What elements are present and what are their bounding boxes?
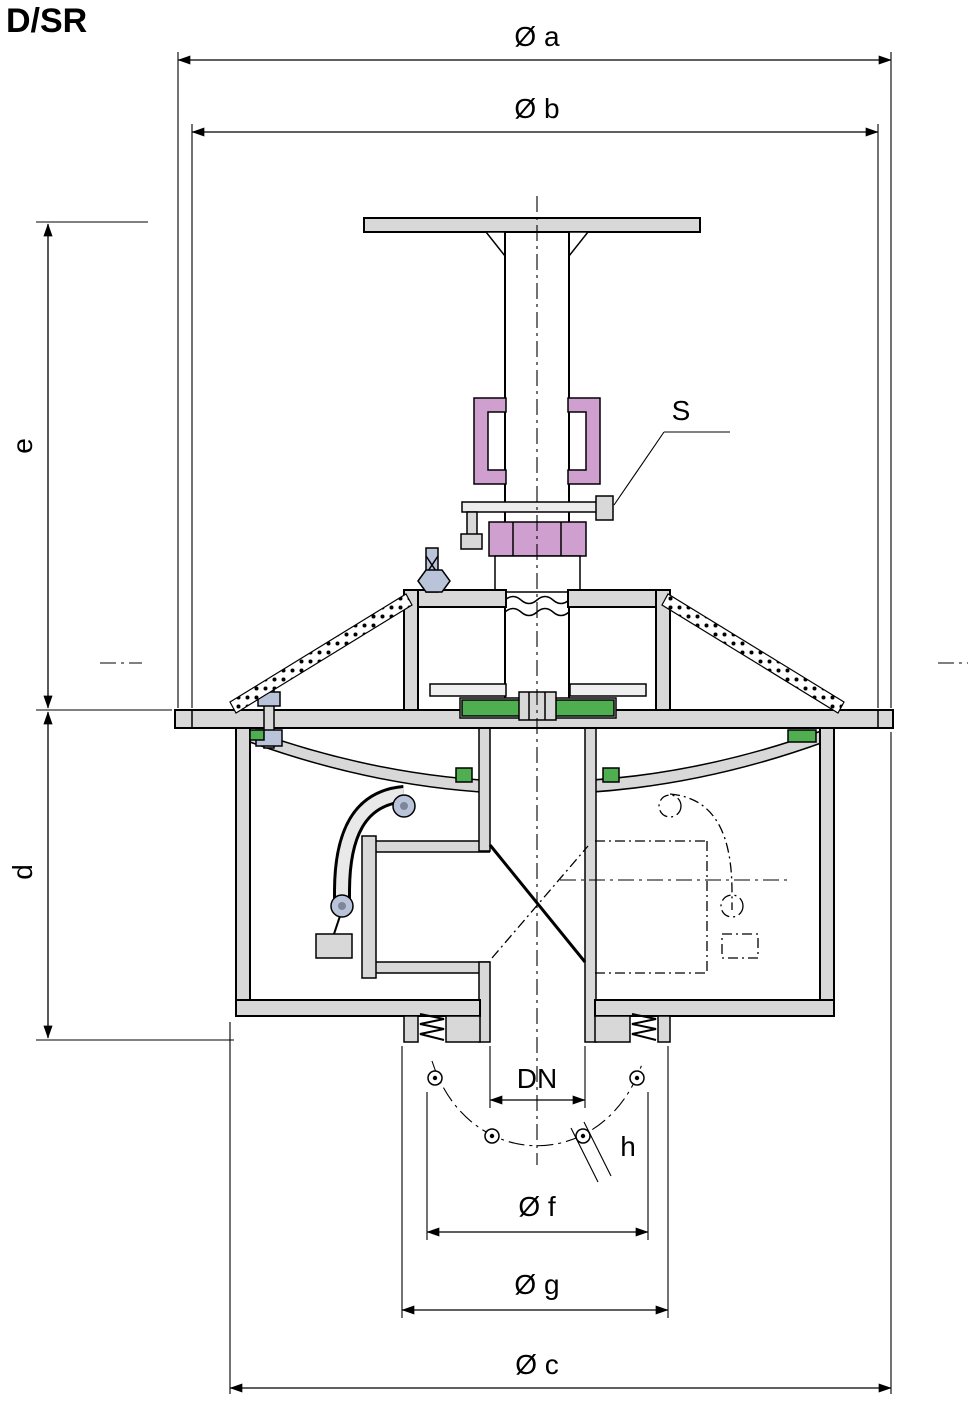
deflector-alt-position (491, 845, 589, 959)
elbow-wall-top (365, 840, 491, 853)
elbow-wall-bottom (365, 961, 491, 974)
flange-seg (403, 1015, 419, 1043)
flange-hole-center (580, 1133, 586, 1139)
roof-strip-left (229, 593, 413, 714)
pivot-bolt-lower-center (338, 902, 346, 910)
body-bottom-left (235, 999, 481, 1017)
bonnet-top-right (567, 589, 671, 608)
spring-right (631, 1013, 657, 1041)
hole-dim-line (570, 1127, 599, 1183)
flange-seg (445, 1015, 481, 1043)
yoke-left (473, 397, 507, 485)
flange-hole-center (432, 1075, 438, 1081)
gasket-wall-right (787, 729, 817, 743)
hole-dim-line (583, 1121, 612, 1177)
dimensions: Ø a Ø b e d S DN h Ø f Ø (7, 21, 892, 1394)
valve-disc (459, 691, 617, 721)
phantom-outlet-position (560, 793, 790, 974)
dim-label-d: d (7, 864, 38, 880)
bolt-circle (427, 1060, 645, 1183)
gaskets (249, 729, 817, 783)
part-label-s: S (672, 395, 691, 426)
bracket-arm (336, 788, 405, 910)
drawing-title: D/SR (6, 2, 87, 40)
cross-bar (461, 501, 604, 513)
dim-label-c: Ø c (515, 1349, 559, 1380)
elbow-end-flange (361, 835, 377, 979)
bottom-flange (403, 1013, 671, 1043)
s-detail-part (595, 495, 614, 521)
dim-label-g: Ø g (514, 1269, 559, 1300)
dim-label-e: e (7, 438, 38, 454)
flange-hole-center (634, 1075, 640, 1081)
clamp-yoke (473, 397, 601, 485)
disc-seal-left (461, 699, 523, 717)
elbow-interior (378, 851, 492, 964)
bonnet-top-left (403, 589, 507, 608)
yoke-right (567, 397, 601, 485)
outlet-elbow (361, 835, 492, 979)
guide-plate-left (429, 683, 507, 697)
pivot-bolt-upper-center (400, 802, 408, 810)
dim-label-f: Ø f (518, 1191, 556, 1222)
dim-label-b: Ø b (514, 93, 559, 124)
roof-strip-right (661, 593, 845, 714)
swing-clamp-bracket (315, 785, 416, 959)
pipe-wall-left-upper (478, 717, 491, 852)
hex-nut (417, 569, 451, 593)
spring-left (419, 1013, 445, 1041)
body-bottom-right (594, 999, 835, 1017)
bolt-circle-arc (431, 1060, 644, 1147)
dim-label-h: h (620, 1131, 636, 1162)
phantom-pivot-upper (658, 794, 682, 818)
bonnet-stud-bolt (417, 547, 451, 593)
lock-pin-head (460, 533, 483, 550)
body-wall-left (235, 726, 251, 1017)
disc-seal-right (553, 699, 615, 717)
s-leader-line (613, 431, 665, 506)
gasket-dome-left (455, 767, 473, 783)
lock-pin (466, 511, 478, 537)
guide-plate-right (569, 683, 647, 697)
valve-body-section (100, 196, 968, 1183)
counterweight (315, 933, 353, 959)
flange-holes (427, 1070, 645, 1144)
dim-label-a: Ø a (514, 21, 560, 52)
phantom-counterweight (721, 933, 759, 959)
flange-hole-center (489, 1133, 495, 1139)
dim-label-dn: DN (517, 1063, 557, 1094)
flange-seg (657, 1015, 671, 1043)
top-cap-plate (363, 217, 701, 233)
flange-seg (594, 1015, 631, 1043)
phantom-bracket-arm (669, 793, 733, 910)
phantom-pivot-lower (720, 894, 744, 918)
body-wall-right (819, 726, 835, 1017)
gasket-wall-left (249, 729, 265, 741)
gasket-dome-right (602, 767, 620, 783)
